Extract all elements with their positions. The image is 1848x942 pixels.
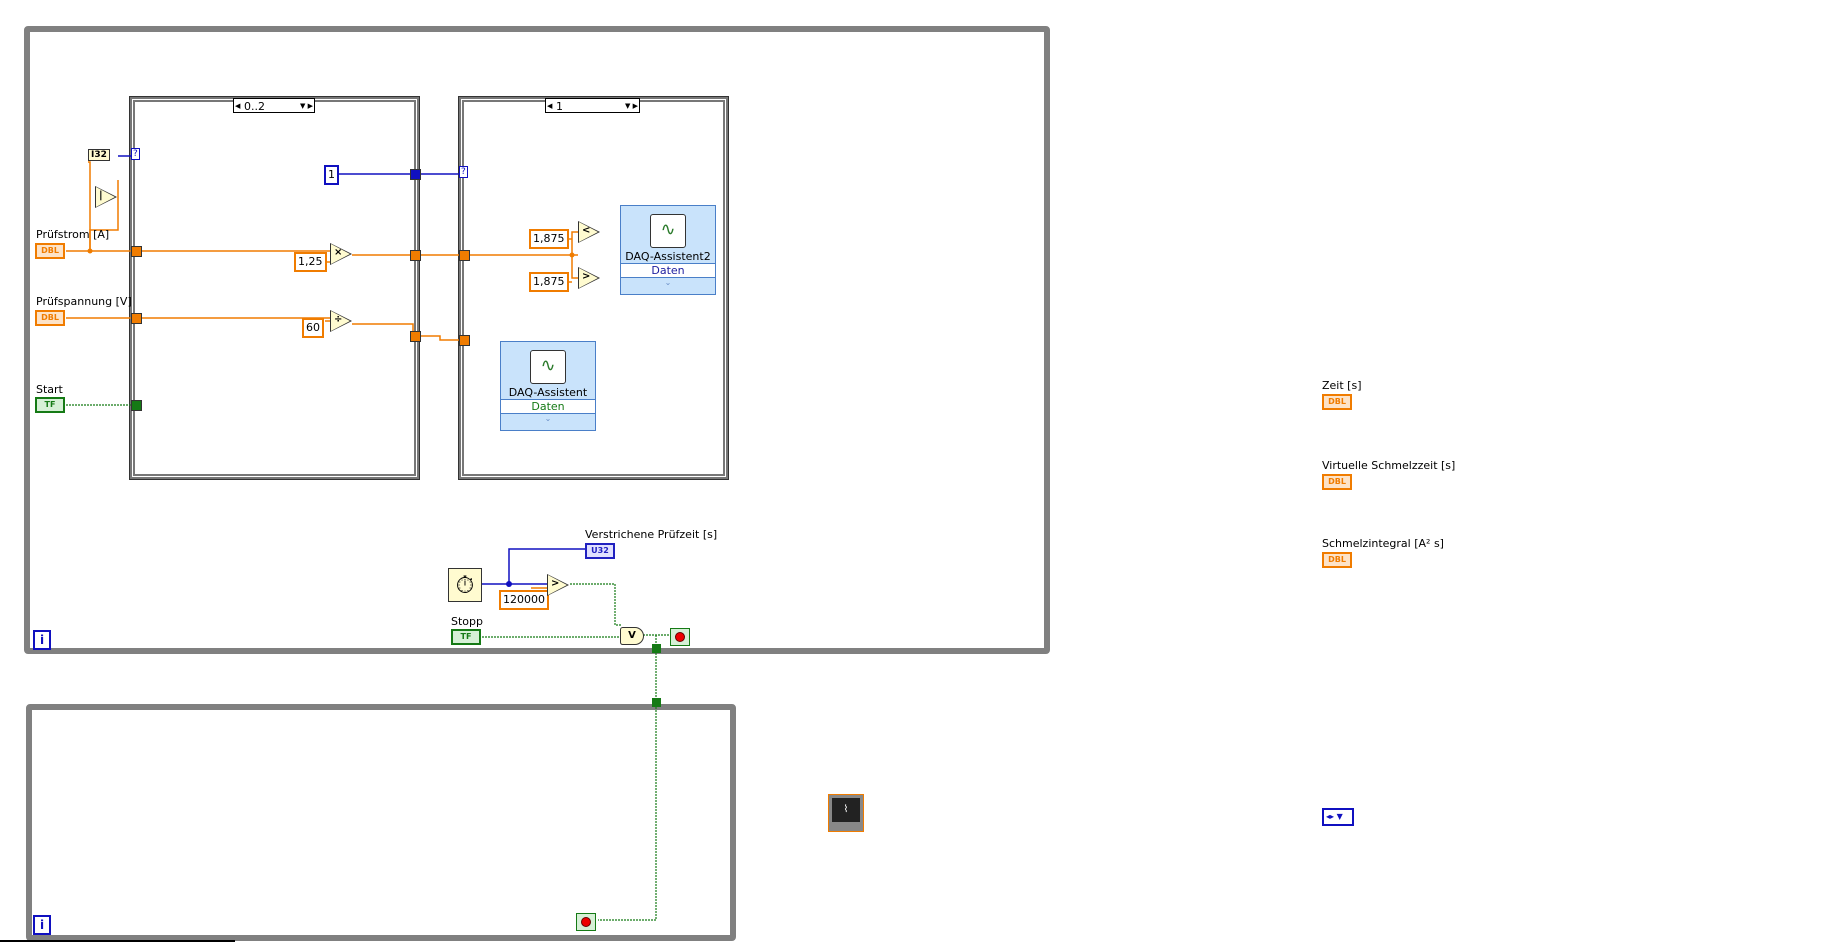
expand-chevron-icon[interactable]: ⌄ bbox=[664, 278, 672, 287]
const-1[interactable]: 1 bbox=[324, 165, 339, 185]
daq-data-output[interactable]: Daten bbox=[621, 263, 715, 278]
daq-data-output[interactable]: Daten bbox=[501, 399, 595, 414]
tunnel-div-out bbox=[410, 331, 421, 342]
schmelzintegral-label: Schmelzintegral [A² s] bbox=[1322, 537, 1444, 550]
daq-name: DAQ-Assistent bbox=[508, 386, 588, 399]
daq-card-icon: ∿ bbox=[650, 214, 686, 248]
case-structure-1[interactable] bbox=[129, 96, 420, 480]
to-i32-node: I32 bbox=[88, 149, 110, 161]
pruefstrom-label: Prüfstrom [A] bbox=[36, 228, 110, 241]
waveform-chart-icon[interactable]: ⌇ bbox=[828, 794, 864, 832]
pruefstrom-control[interactable]: DBL bbox=[35, 243, 65, 259]
stopp-label: Stopp bbox=[451, 615, 483, 628]
greater-than-node: > bbox=[578, 267, 600, 289]
pruefspannung-control[interactable]: DBL bbox=[35, 310, 65, 326]
or-node: V bbox=[620, 627, 644, 645]
daq-assistent[interactable]: ∿ DAQ-Assistent Daten ⌄ bbox=[500, 341, 596, 431]
tunnel-pruefstrom bbox=[131, 246, 142, 257]
schmelzintegral-indicator[interactable]: DBL bbox=[1322, 552, 1352, 568]
horizontal-scrollbar[interactable] bbox=[0, 940, 235, 942]
tunnel-mult-out bbox=[410, 250, 421, 261]
divide-node: ÷ bbox=[330, 310, 352, 332]
while-loop-secondary[interactable] bbox=[26, 704, 736, 941]
daq-name: DAQ-Assistent2 bbox=[625, 250, 711, 263]
tunnel-blue bbox=[410, 169, 421, 180]
const-1-875-a[interactable]: 1,875 bbox=[529, 229, 569, 249]
virtuelle-schmelzzeit-indicator[interactable]: DBL bbox=[1322, 474, 1352, 490]
zeit-indicator[interactable]: DBL bbox=[1322, 394, 1352, 410]
tunnel-case2-in2 bbox=[459, 335, 470, 346]
while-loop-main[interactable] bbox=[24, 26, 1050, 654]
start-label: Start bbox=[36, 383, 63, 396]
enum-constant-dropdown[interactable]: ◂▸ ▼ bbox=[1322, 808, 1354, 826]
tunnel-case2-in1 bbox=[459, 250, 470, 261]
stopp-control[interactable]: TF bbox=[451, 629, 481, 645]
elapsed-time-indicator[interactable]: U32 bbox=[585, 543, 615, 559]
iteration-terminal: i bbox=[33, 630, 51, 650]
elapsed-time-label: Verstrichene Prüfzeit [s] bbox=[585, 528, 718, 541]
const-120000[interactable]: 120000 bbox=[499, 590, 549, 610]
case-selector-2[interactable]: 1 bbox=[545, 98, 640, 114]
virtuelle-schmelzzeit-label: Virtuelle Schmelzzeit [s] bbox=[1322, 459, 1456, 472]
multiply-node: × bbox=[330, 243, 352, 265]
start-control[interactable]: TF bbox=[35, 397, 65, 413]
zeit-label: Zeit [s] bbox=[1322, 379, 1362, 392]
daq-assistent2[interactable]: ∿ DAQ-Assistent2 Daten ⌄ bbox=[620, 205, 716, 295]
case-selector-terminal-2: ? bbox=[459, 166, 468, 178]
case-selector-terminal-1: ? bbox=[131, 148, 140, 160]
tunnel-start bbox=[131, 400, 142, 411]
iteration-terminal-2: i bbox=[33, 915, 51, 935]
const-60[interactable]: 60 bbox=[302, 318, 324, 338]
tick-count-timer-icon: ⏱ bbox=[448, 568, 482, 602]
abs-node: | bbox=[95, 186, 117, 208]
case-selector-1[interactable]: 0..2 bbox=[233, 98, 315, 114]
daq-card-icon: ∿ bbox=[530, 350, 566, 384]
tunnel-pruefspannung bbox=[131, 313, 142, 324]
const-1-25[interactable]: 1,25 bbox=[294, 252, 327, 272]
greater-than-timer-node: > bbox=[547, 574, 569, 596]
loop2-stop-terminal[interactable] bbox=[576, 913, 596, 931]
pruefspannung-label: Prüfspannung [V] bbox=[36, 295, 132, 308]
loop-stop-terminal[interactable] bbox=[670, 628, 690, 646]
less-than-node: < bbox=[578, 221, 600, 243]
expand-chevron-icon[interactable]: ⌄ bbox=[544, 414, 552, 423]
const-1-875-b[interactable]: 1,875 bbox=[529, 272, 569, 292]
